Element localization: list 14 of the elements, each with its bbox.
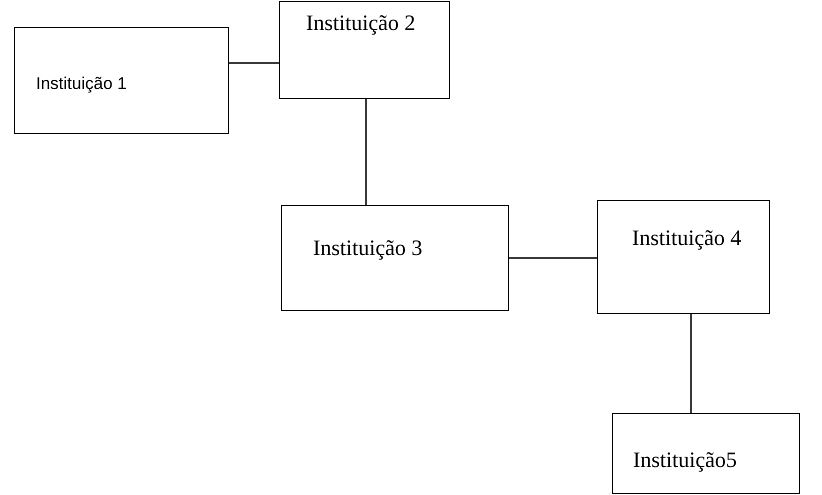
- institution-box: [597, 200, 770, 314]
- box-label: Instituição5: [633, 447, 737, 473]
- institution-box: [279, 1, 450, 99]
- connector-line: [509, 257, 597, 259]
- box-label: Instituição 2: [306, 10, 416, 36]
- connector-line: [365, 99, 367, 205]
- institution-box: [612, 413, 800, 494]
- connector-line: [690, 314, 692, 413]
- institution-box: [14, 27, 229, 134]
- box-label: Instituição 4: [632, 225, 742, 251]
- institution-box: [281, 205, 509, 311]
- box-label: Instituição 3: [313, 235, 422, 261]
- connector-line: [229, 62, 279, 64]
- box-label: Instituição 1: [36, 74, 127, 94]
